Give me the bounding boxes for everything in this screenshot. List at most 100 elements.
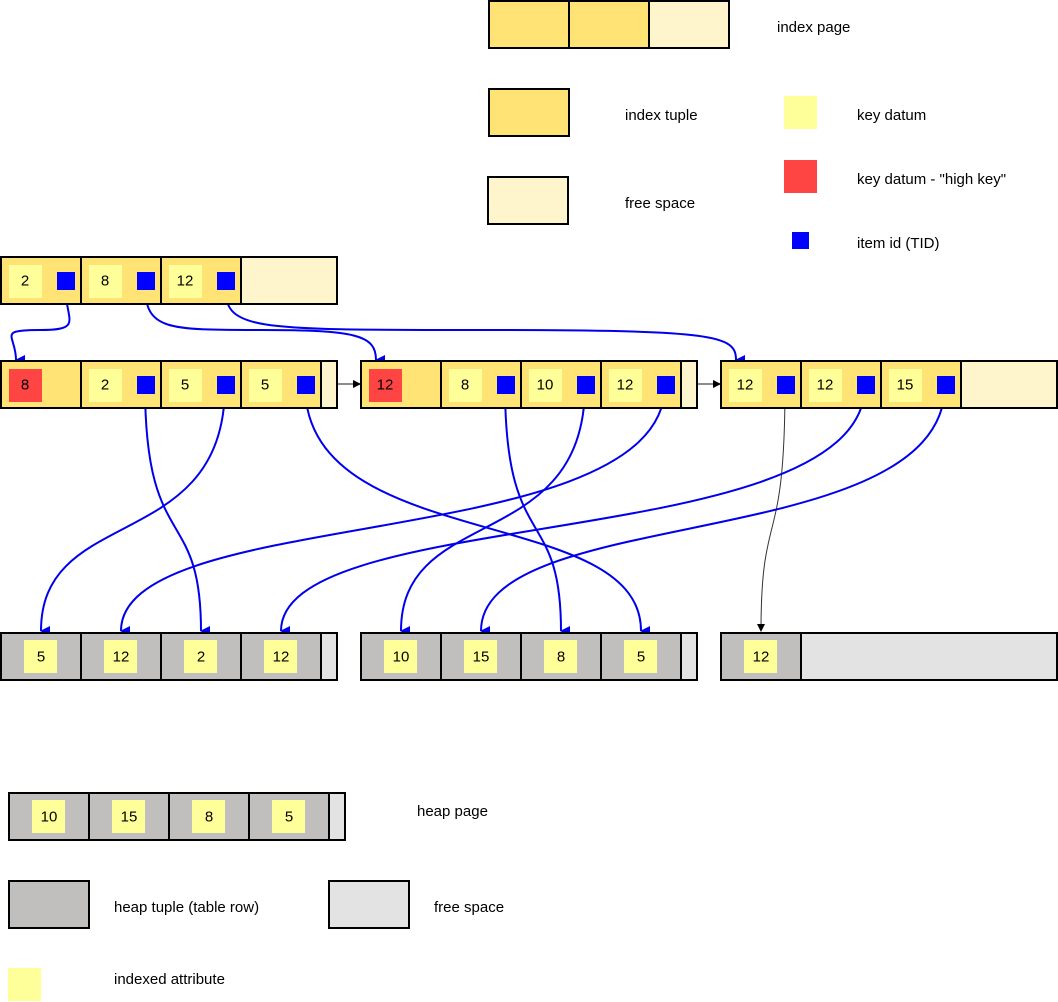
tid-icon[interactable] — [57, 272, 75, 290]
key-datum — [449, 369, 482, 402]
indexed-attribute — [744, 640, 777, 673]
free-space — [680, 360, 698, 409]
legend-index-page-swatch — [488, 0, 730, 49]
attribute-value: 2 — [197, 649, 205, 666]
tid-icon[interactable] — [497, 376, 515, 394]
tid-icon[interactable] — [217, 272, 235, 290]
tid-icon[interactable] — [217, 376, 235, 394]
tid-icon[interactable] — [657, 376, 675, 394]
index-tuple: 8 — [80, 256, 162, 305]
heap-tuple: 12 — [720, 632, 802, 681]
key-datum — [809, 369, 842, 402]
heap-tuple: 12 — [240, 632, 322, 681]
key-datum — [169, 369, 202, 402]
attribute-value: 8 — [205, 809, 213, 826]
index-tuple-high-key: 8 — [0, 360, 82, 409]
tid-icon[interactable] — [777, 376, 795, 394]
free-space — [320, 360, 338, 409]
tid-icon[interactable] — [137, 376, 155, 394]
legend-tid-label: item id (TID) — [857, 235, 940, 252]
legend-indexed-attribute-label: indexed attribute — [114, 971, 225, 988]
index-leaf-page: 12 12 15 — [720, 360, 1058, 409]
key-datum — [889, 369, 922, 402]
index-tuple: 2 — [0, 256, 82, 305]
legend-free-space-label: free space — [625, 195, 695, 212]
key-datum — [9, 265, 42, 298]
tid-icon[interactable] — [137, 272, 155, 290]
key-value: 8 — [101, 273, 109, 290]
downlink-pointer — [10, 283, 71, 365]
indexed-attribute — [24, 640, 57, 673]
key-datum — [529, 369, 562, 402]
index-tuple: 10 — [520, 360, 602, 409]
attribute-value: 5 — [37, 649, 45, 666]
key-value: 2 — [21, 273, 29, 290]
indexed-attribute — [192, 800, 225, 833]
legend-high-key-label: key datum - "high key" — [857, 171, 1006, 188]
legend-key-datum-label: key datum — [857, 107, 926, 124]
index-tuple: 5 — [160, 360, 242, 409]
key-value: 5 — [261, 377, 269, 394]
tid-icon[interactable] — [577, 376, 595, 394]
high-key-value: 8 — [21, 377, 29, 394]
heap-tid-pointer — [280, 384, 866, 637]
index-tuple: 12 — [800, 360, 882, 409]
heap-page: 5 12 2 12 — [0, 632, 338, 681]
index-tuple-high-key: 12 — [360, 360, 442, 409]
key-value: 12 — [617, 377, 634, 394]
attribute-value: 10 — [393, 649, 410, 666]
index-tuple: 5 — [240, 360, 322, 409]
index-root-page: 2 8 12 — [0, 256, 338, 305]
attribute-value: 12 — [273, 649, 290, 666]
heap-tuple: 15 — [440, 632, 522, 681]
heap-tid-pointer — [120, 384, 666, 637]
heap-tid-pointer — [757, 384, 786, 632]
attribute-value: 5 — [637, 649, 645, 666]
key-datum — [89, 265, 122, 298]
heap-free-space — [800, 632, 1058, 681]
index-leaf-page: 8 2 5 5 — [0, 360, 338, 409]
indexed-attribute — [272, 800, 305, 833]
legend-tid-icon — [792, 232, 809, 249]
legend-heap-page-label: heap page — [417, 803, 488, 820]
heap-free-space — [328, 792, 346, 841]
key-value: 12 — [737, 377, 754, 394]
tid-icon[interactable] — [857, 376, 875, 394]
legend-heap-free-swatch — [328, 880, 410, 929]
heap-tuple: 2 — [160, 632, 242, 681]
key-value: 2 — [101, 377, 109, 394]
heap-tuple: 5 — [0, 632, 82, 681]
index-tuple: 2 — [80, 360, 162, 409]
key-value: 12 — [817, 377, 834, 394]
legend-index-tuple-label: index tuple — [625, 107, 698, 124]
index-tuple: 12 — [720, 360, 802, 409]
attribute-value: 15 — [121, 809, 138, 826]
free-space — [240, 256, 338, 305]
legend-index-page-label: index page — [777, 19, 850, 36]
attribute-value: 15 — [473, 649, 490, 666]
attribute-value: 5 — [285, 809, 293, 826]
key-value: 5 — [181, 377, 189, 394]
heap-tid-pointer — [480, 384, 946, 637]
indexed-attribute — [104, 640, 137, 673]
legend-index-tuple-swatch — [488, 88, 570, 137]
heap-free-space — [320, 632, 338, 681]
key-datum — [169, 265, 202, 298]
indexed-attribute — [112, 800, 145, 833]
attribute-value: 12 — [113, 649, 130, 666]
key-value: 15 — [897, 377, 914, 394]
tid-icon[interactable] — [937, 376, 955, 394]
key-value: 12 — [177, 273, 194, 290]
heap-tuple: 8 — [520, 632, 602, 681]
heap-free-space — [680, 632, 698, 681]
tid-icon[interactable] — [297, 376, 315, 394]
indexed-attribute — [624, 640, 657, 673]
heap-tid-pointer — [144, 384, 211, 636]
heap-page: 12 — [720, 632, 1058, 681]
legend-key-datum-swatch — [784, 96, 817, 129]
key-value: 10 — [537, 377, 554, 394]
